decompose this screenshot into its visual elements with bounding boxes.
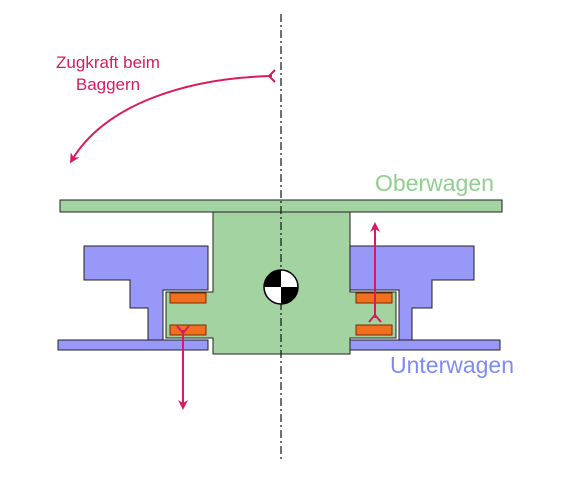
force-arrow-right-tail	[368, 313, 382, 323]
title-line-1: Zugkraft beim	[56, 53, 160, 72]
rotation-arrow-path	[69, 75, 273, 164]
lower-plate-left	[57, 339, 209, 351]
rotation-arrow-tail	[267, 69, 276, 83]
force-arrow-left-tail	[176, 325, 190, 335]
lower-carriage-left	[57, 245, 209, 351]
bearing-pad-left-lower	[169, 324, 207, 336]
bearing-pad-right-lower	[355, 324, 393, 336]
force-arrows	[176, 222, 382, 410]
bearing-pad-left-upper	[169, 292, 207, 304]
lower-plate-right	[349, 339, 501, 351]
center-of-gravity-icon	[263, 269, 299, 305]
upper-carriage-label: Oberwagen	[375, 170, 494, 196]
rotation-arrow	[69, 69, 276, 164]
title-line-2: Baggern	[76, 75, 140, 94]
lower-carriage-label: Unterwagen	[390, 352, 514, 378]
lower-housing-right	[349, 245, 475, 341]
